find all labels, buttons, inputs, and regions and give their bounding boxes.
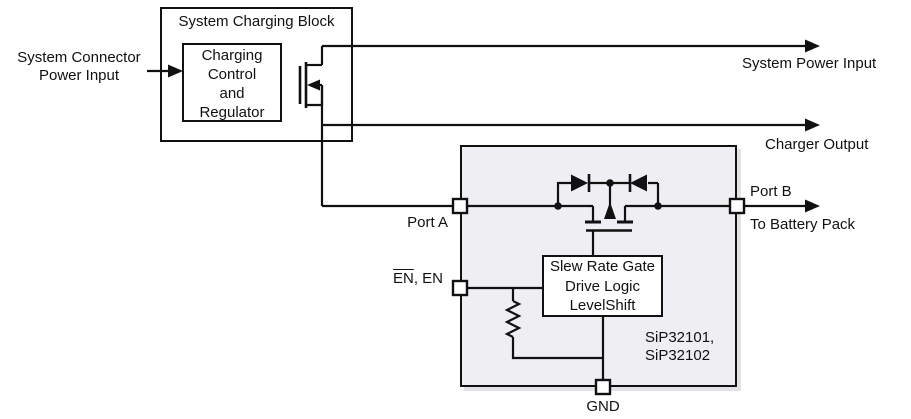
port-b-label: Port B	[750, 183, 792, 200]
system-charging-block-title: System Charging Block	[178, 13, 335, 30]
part-number-line1: SiP32101,	[645, 329, 715, 346]
system-connector-power-input-label: System Connector Power Input	[4, 49, 154, 85]
system-connector-line1: System Connector	[17, 49, 141, 66]
regulator-line2: Control	[207, 66, 257, 83]
charging-control-regulator-label: Charging Control and Regulator	[182, 46, 282, 122]
part-number-line2: SiP32102	[645, 347, 711, 364]
charger-output-label: Charger Output	[765, 136, 869, 153]
system-power-arrowhead-icon	[805, 39, 820, 53]
system-power-input-label: System Power Input	[742, 55, 877, 72]
port-b-arrowhead-icon	[805, 199, 820, 213]
port-a-label: Port A	[407, 214, 448, 231]
regulator-line4: Regulator	[199, 104, 265, 121]
to-battery-pack-label: To Battery Pack	[750, 216, 856, 233]
enable-overlined-text: EN	[392, 270, 414, 287]
system-charging-block-outline	[160, 7, 353, 142]
gate-drive-logic-label: Slew Rate Gate Drive Logic LevelShift	[540, 257, 665, 316]
regulator-line3: and	[219, 85, 245, 102]
enable-rest-text: , EN	[413, 270, 443, 287]
gate-drive-line1: Slew Rate Gate	[549, 258, 656, 275]
gate-drive-line2: Drive Logic	[564, 277, 641, 295]
gate-drive-logic-box	[542, 255, 663, 317]
part-number-label: SiP32101, SiP32102	[645, 329, 714, 365]
regulator-line1: Charging	[201, 47, 263, 64]
enable-pin-label: EN, EN	[343, 270, 443, 288]
gate-drive-line3: LevelShift	[569, 297, 636, 314]
gnd-label: GND	[586, 398, 620, 415]
charger-output-arrowhead-icon	[805, 118, 820, 132]
charging-control-regulator-box	[182, 43, 282, 122]
system-connector-line2: Power Input	[38, 67, 120, 84]
